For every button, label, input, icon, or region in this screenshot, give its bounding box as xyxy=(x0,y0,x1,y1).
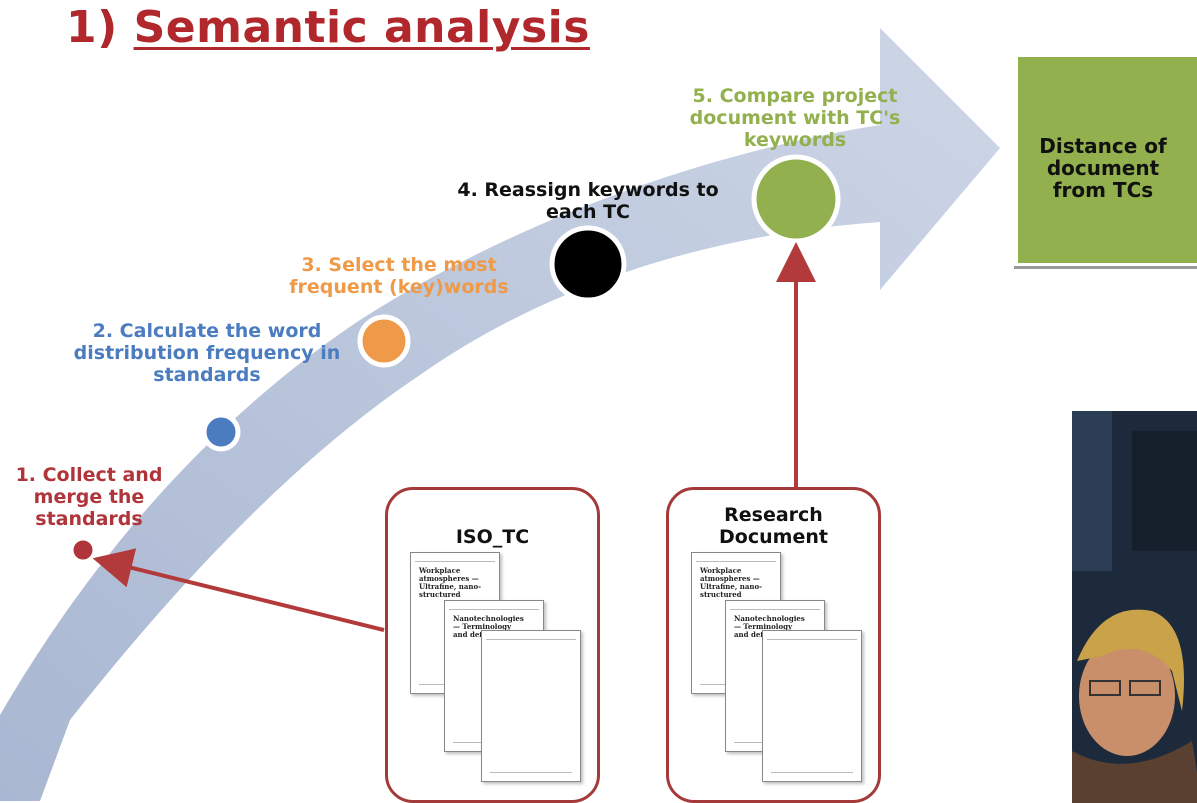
person-photo xyxy=(1072,411,1197,803)
result-text: Distance of document from TCs xyxy=(1039,134,1167,202)
step-1-circle xyxy=(68,535,98,565)
step-1-label: 1. Collect and merge the standards xyxy=(15,464,163,530)
title-text: Semantic analysis xyxy=(133,2,590,53)
iso-tc-title: ISO_TC xyxy=(455,526,530,548)
step-2-circle xyxy=(201,412,241,452)
step-2-label: 2. Calculate the word distribution frequ… xyxy=(73,320,341,386)
page-title: 1) Semantic analysis xyxy=(66,2,590,53)
step-5-circle xyxy=(751,154,841,244)
step-4-label: 4. Reassign keywords to each TC xyxy=(457,179,719,223)
iso-to-step1-arrow xyxy=(92,548,385,632)
step-5-label: 5. Compare project document with TC's ke… xyxy=(689,85,901,151)
document-page-icon xyxy=(481,630,581,782)
step-4-circle xyxy=(549,225,627,303)
result-underline xyxy=(1014,266,1197,269)
step-3-label: 3. Select the most frequent (key)words xyxy=(289,254,509,298)
document-page-icon xyxy=(762,630,862,782)
research-document-title: Research Document xyxy=(719,504,828,548)
step-3-circle xyxy=(357,314,411,368)
result-box xyxy=(1018,57,1197,263)
process-arrow-shape xyxy=(0,28,1000,801)
title-number: 1) xyxy=(66,2,118,53)
